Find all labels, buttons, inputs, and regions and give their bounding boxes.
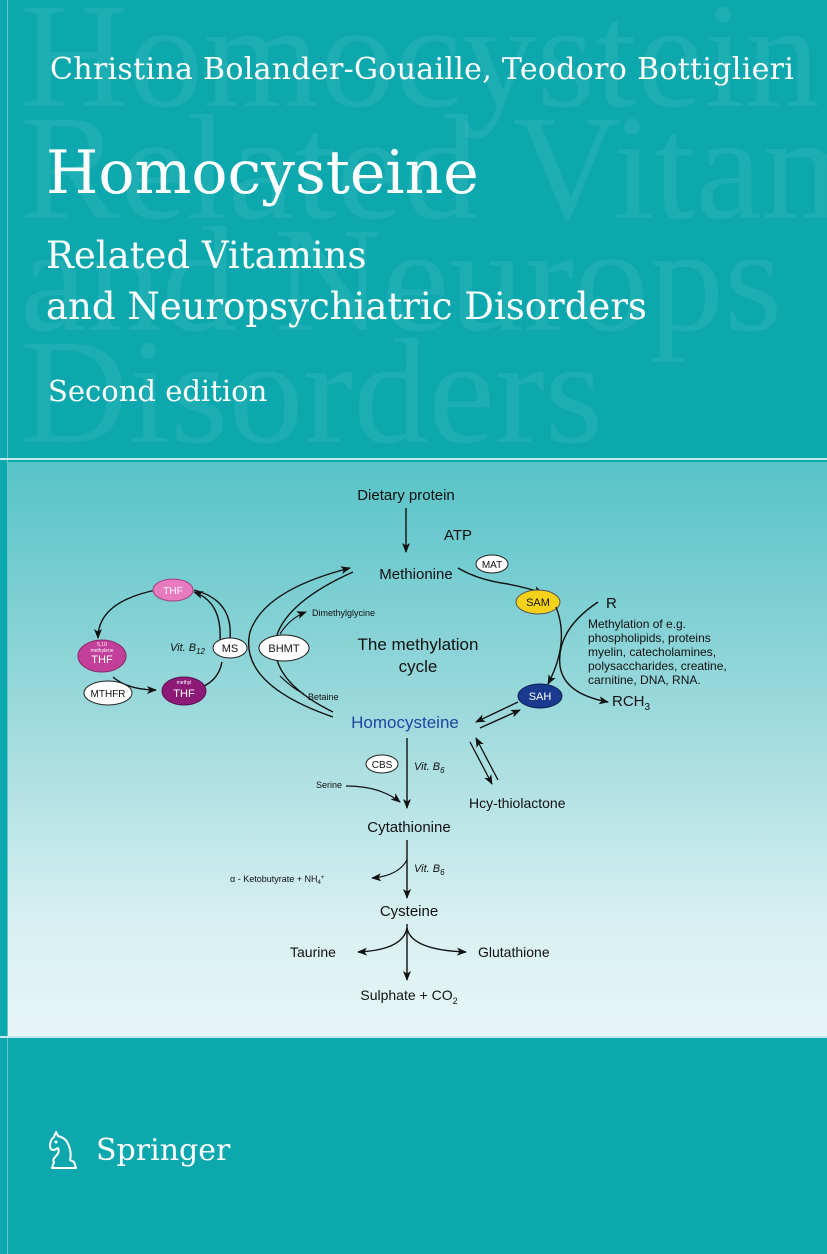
ms-remethylation-arc [248, 566, 351, 718]
betaine-label: Betaine [308, 692, 339, 702]
publisher: Springer [42, 1128, 230, 1172]
betaine-input-line [279, 675, 305, 695]
glutathione-label: Glutathione [478, 944, 550, 960]
mthfr-label: MTHFR [91, 689, 126, 700]
taurine-label: Taurine [290, 944, 336, 960]
bhmt-label: BHMT [268, 643, 299, 655]
arrow-to-thf [193, 591, 221, 641]
cytathionine-label: Cytathionine [367, 819, 450, 836]
sah-label: SAH [529, 691, 552, 703]
vit-b12-label: Vit. B12 [170, 642, 206, 656]
vit-b6-label-2: Vit. B6 [414, 863, 445, 877]
cbs-enzyme [365, 754, 399, 774]
atp-label: ATP [444, 527, 472, 544]
methylation-note-line: polysaccharides, creatine, [588, 659, 727, 673]
arrow-methylene-to-methyl [112, 676, 157, 694]
methylation-note-line: carnitine, DNA, RNA. [588, 673, 701, 687]
arrow-from-thiolactone [475, 737, 499, 781]
vit-b6-label: Vit. B6 [414, 761, 445, 775]
arrow-to-thiolactone [469, 741, 493, 785]
rch3-label: RCH3 [612, 693, 651, 713]
arrow-to-dimethylglycine [279, 611, 307, 635]
sulphate-label: Sulphate + CO2 [360, 987, 457, 1006]
methionine-label: Methionine [379, 566, 452, 583]
thf-node [152, 578, 194, 602]
arrow-serine-input [345, 785, 401, 803]
cycle-label-line-2: cycle [399, 657, 438, 676]
hcy-thiolactone-label: Hcy-thiolactone [469, 795, 566, 811]
dimethylglycine-label: Dimethylglycine [312, 608, 375, 618]
methylene-small-label: 5,10 [97, 642, 107, 648]
methylene-thf-node [77, 639, 127, 673]
subtitle-line-2: and Neuropsychiatric Disorders [46, 285, 647, 328]
homocysteine-label: Homocysteine [351, 713, 459, 732]
methylation-cycle-diagram: Dietary protein Methionine ATP MAT SAM R… [77, 487, 727, 1006]
arrow-homocysteine-to-sah [479, 709, 521, 729]
publisher-name: Springer [96, 1132, 231, 1168]
methyl-thf-node [161, 676, 207, 706]
mthfr-enzyme [83, 680, 133, 706]
panel-top-border [0, 458, 827, 460]
edition: Second edition [48, 374, 268, 408]
arrow-sam-to-sah [547, 606, 563, 685]
methyl-thf-label: THF [173, 688, 195, 700]
cbs-label: CBS [372, 760, 393, 771]
methylation-curve-arrow [558, 601, 609, 705]
ketobutyrate-label: α - Ketobutyrate + NH4+ [230, 874, 325, 886]
bhmt-enzyme [258, 634, 310, 662]
dietary-protein-label: Dietary protein [357, 487, 455, 504]
mat-label: MAT [482, 560, 502, 571]
arrow-to-ketobutyrate [371, 859, 408, 882]
subtitle-line-1: Related Vitamins [46, 234, 367, 277]
ms-label: MS [222, 643, 239, 655]
cycle-label-line-1: The methylation [358, 635, 479, 654]
thf-label: THF [163, 586, 182, 597]
arrow-sah-to-homocysteine [475, 701, 519, 723]
arrow-to-glutathione [406, 927, 467, 956]
methylation-note-line: myelin, catecholamines, [588, 645, 716, 659]
r-label: R [606, 595, 617, 612]
serine-label: Serine [316, 780, 342, 790]
book-title: Homocysteine [46, 138, 479, 208]
cysteine-label: Cysteine [380, 903, 438, 920]
diagram-panel: Dietary protein Methionine ATP MAT SAM R… [8, 462, 827, 1036]
methylation-note: Methylation of e.g. phospholipids, prote… [588, 617, 727, 687]
mat-enzyme [475, 554, 509, 574]
sam-label: SAM [526, 597, 550, 609]
sam-node [515, 589, 561, 615]
panel-bottom-border [0, 1036, 827, 1038]
book-subtitle: Related Vitamins and Neuropsychiatric Di… [46, 230, 647, 332]
authors: Christina Bolander-Gouaille, Teodoro Bot… [50, 52, 795, 87]
folate-arc-right-top [193, 589, 231, 639]
methylene-small-label: methylene [90, 648, 113, 654]
methylation-note-line: phospholipids, proteins [588, 631, 711, 645]
arrow-to-taurine [357, 927, 408, 956]
methylation-note-line: Methylation of e.g. [588, 617, 686, 631]
springer-knight-logo-icon [49, 1131, 77, 1169]
left-border-line [7, 0, 8, 1254]
sah-node [517, 683, 563, 709]
arrow-thf-to-methylene [94, 589, 157, 639]
methylene-thf-label: THF [91, 654, 113, 666]
methyl-small-label: methyl [177, 680, 192, 686]
